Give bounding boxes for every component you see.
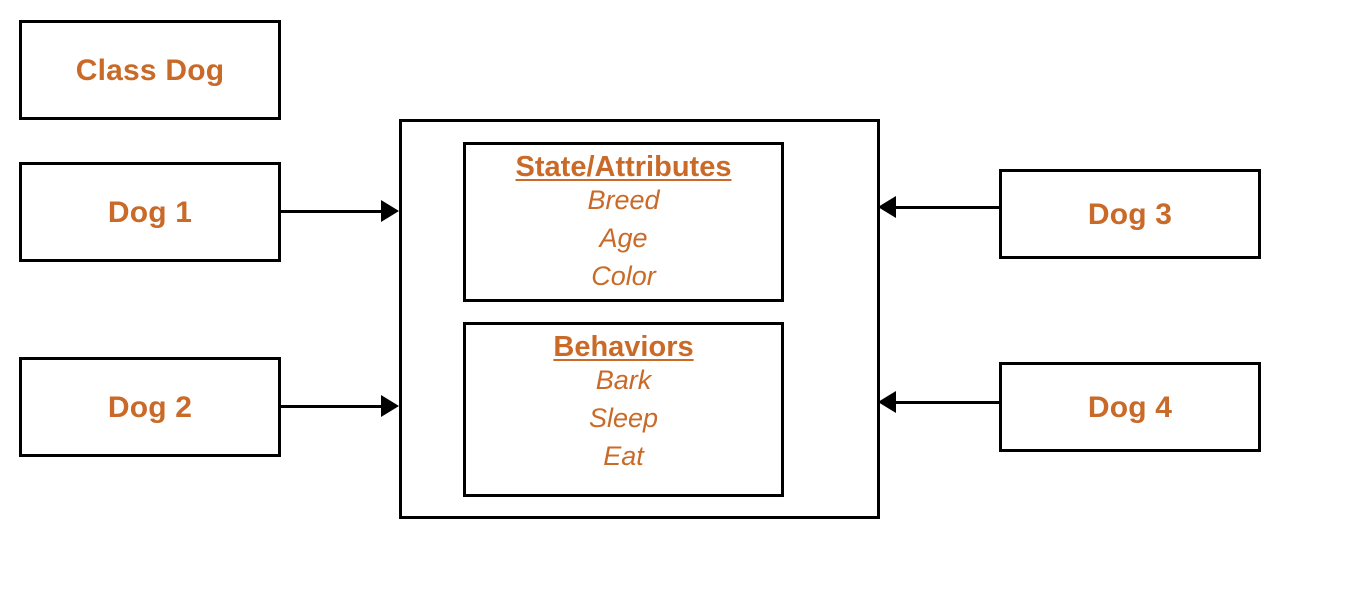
compartment-behaviors-item-eat: Eat: [603, 441, 644, 472]
compartment-behaviors[interactable]: Behaviors Bark Sleep Eat: [463, 322, 784, 497]
arrow-head-left-icon: [878, 196, 896, 218]
instance-box-dog-3[interactable]: Dog 3: [999, 169, 1261, 259]
instance-label-dog-4: Dog 4: [1087, 390, 1173, 424]
compartment-state-item-age: Age: [599, 223, 648, 254]
connector-line: [281, 210, 383, 213]
instance-box-dog-1[interactable]: Dog 1: [19, 162, 281, 262]
instance-box-dog-2[interactable]: Dog 2: [19, 357, 281, 457]
connector-dog-4-to-class: [878, 391, 1001, 415]
class-dog-box[interactable]: Class Dog: [19, 20, 281, 120]
connector-dog-3-to-class: [878, 196, 1001, 220]
connector-dog-1-to-class: [281, 200, 401, 224]
compartment-behaviors-item-sleep: Sleep: [588, 403, 659, 434]
compartment-state-item-breed: Breed: [587, 185, 660, 216]
instance-label-dog-3: Dog 3: [1087, 197, 1173, 231]
class-dog-label: Class Dog: [75, 53, 225, 87]
connector-line: [896, 206, 1001, 209]
instance-box-dog-4[interactable]: Dog 4: [999, 362, 1261, 452]
connector-line: [896, 401, 1001, 404]
class-container-box[interactable]: State/Attributes Breed Age Color Behavio…: [399, 119, 880, 519]
compartment-state-item-color: Color: [591, 261, 656, 292]
compartment-behaviors-title: Behaviors: [553, 331, 694, 363]
connector-dog-2-to-class: [281, 395, 401, 419]
instance-label-dog-2: Dog 2: [107, 390, 193, 424]
arrow-head-left-icon: [878, 391, 896, 413]
compartment-behaviors-item-bark: Bark: [595, 365, 652, 396]
arrow-head-right-icon: [381, 395, 399, 417]
compartment-state-title: State/Attributes: [515, 151, 732, 183]
connector-line: [281, 405, 383, 408]
instance-label-dog-1: Dog 1: [107, 195, 193, 229]
compartment-state-attributes[interactable]: State/Attributes Breed Age Color: [463, 142, 784, 302]
arrow-head-right-icon: [381, 200, 399, 222]
